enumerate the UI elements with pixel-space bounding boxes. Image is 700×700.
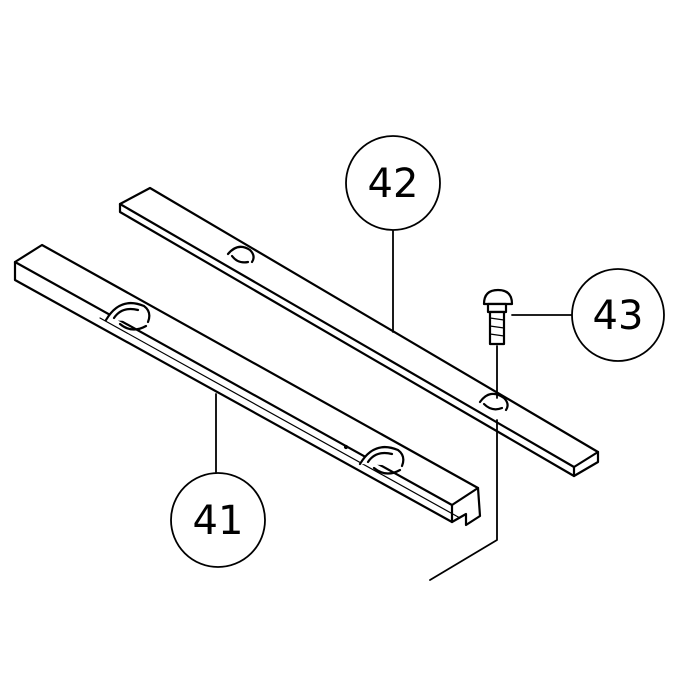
callout-41: 41 <box>170 472 266 568</box>
part-41-thick-bar <box>13 243 482 527</box>
leader-lines <box>215 230 573 581</box>
callout-43: 43 <box>571 268 665 362</box>
part-43-screw <box>482 288 514 346</box>
callout-43-label: 43 <box>593 293 644 339</box>
part-42-thin-bar <box>118 186 600 478</box>
callout-42-label: 42 <box>368 161 419 207</box>
callout-42: 42 <box>345 135 441 231</box>
callout-41-label: 41 <box>193 498 244 544</box>
